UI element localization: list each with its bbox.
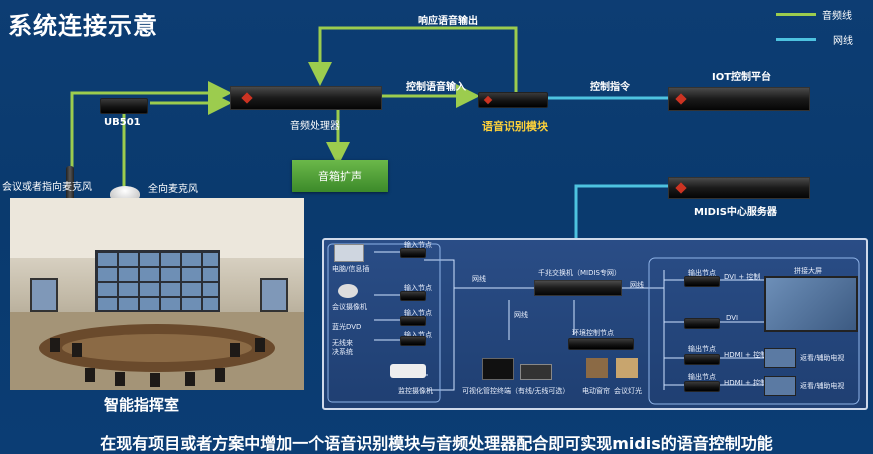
env-node-device: [568, 338, 634, 350]
tv-label-2: 返看/辅助电视: [800, 382, 845, 390]
output-node-label-3: 输出节点: [688, 345, 716, 353]
output-node-label-1: 输出节点: [688, 269, 716, 277]
control-command-label: 控制指令: [590, 82, 630, 93]
input-node-4: [400, 336, 426, 346]
source-wireless-label: 无线来: [332, 339, 353, 347]
env-node-label: 环境控制节点: [572, 329, 614, 337]
speaker-amp-box: 音箱扩声: [292, 160, 388, 192]
dvi-ctrl-label: DVI + 控制: [724, 273, 761, 281]
source-pc-label: 电脑/信息插: [332, 265, 370, 273]
light-label: 会议灯光: [614, 387, 642, 395]
input-node-2: [400, 291, 426, 301]
camera-icon: [338, 284, 358, 298]
input-node-label-3: 输入节点: [404, 309, 432, 317]
midis-server-device: [668, 177, 810, 199]
legend-audio-label: 音频线: [822, 11, 852, 22]
room-name-label: 智能指挥室: [104, 396, 180, 414]
splice-screen-icon: [764, 276, 858, 332]
inset-lines: [327, 243, 860, 405]
audio-processor-label: 音频处理器: [290, 121, 340, 132]
switch-device: [534, 280, 622, 296]
input-node-label-4: 输入节点: [404, 331, 432, 339]
output-node-2: [684, 318, 720, 329]
page-title: 系统连接示意: [8, 12, 158, 40]
response-audio-line: [308, 26, 518, 92]
input-node-label-2: 输入节点: [404, 284, 432, 292]
output-node-label-4: 输出节点: [688, 373, 716, 381]
source-system-label: 决系统: [332, 348, 353, 356]
room-illustration: [10, 198, 304, 390]
source-camera-label: 会议摄像机: [332, 303, 367, 311]
command-room-image: [10, 198, 304, 390]
tv-icon-2: [764, 376, 796, 396]
input-node-label-1: 输入节点: [404, 241, 432, 249]
meeting-mic-icon: [66, 166, 74, 206]
meeting-mic-label: 会议或者指向麦克风: [2, 182, 92, 193]
network-label-2: 网线: [514, 311, 528, 319]
legend-network-label: 网线: [833, 36, 853, 47]
switch-label: 千兆交换机（MIDIS专网）: [538, 269, 622, 277]
midis-system-inset: 电脑/信息插 会议摄像机 蓝光DVD 无线来 决系统 监控摄像机 输入节点 输入…: [322, 238, 868, 410]
hdmi-ctrl-label-2: HDMI + 控制: [724, 379, 768, 387]
tv-icon-1: [764, 348, 796, 368]
network-label-1: 网线: [472, 275, 486, 283]
source-dvd-label: 蓝光DVD: [332, 323, 362, 331]
output-node-4: [684, 381, 720, 392]
hdmi-ctrl-label-1: HDMI + 控制: [724, 351, 768, 359]
omni-mic-label: 全向麦克风: [148, 184, 198, 195]
legend-audio-line: [776, 13, 816, 16]
ub501-device: [100, 98, 148, 114]
splice-screen-label: 拼接大屏: [794, 267, 822, 275]
speech-module-device: [478, 92, 548, 108]
curtain-label: 电动窗帘: [582, 387, 610, 395]
dvi-label: DVI: [726, 314, 739, 322]
iot-platform-device: [668, 87, 810, 111]
iot-platform-label: IOT控制平台: [712, 72, 772, 83]
source-surveillance-label: 监控摄像机: [398, 387, 433, 395]
ub501-label: UB501: [104, 117, 141, 128]
output-node-3: [684, 354, 720, 365]
tv-label-1: 返看/辅助电视: [800, 354, 845, 362]
network-label-3: 网线: [630, 281, 644, 289]
legend-network-line: [776, 38, 816, 41]
curtain-icon: [586, 358, 608, 378]
input-node-1: [400, 248, 426, 258]
mic-audio-line: [70, 81, 232, 170]
light-icon: [616, 358, 638, 378]
surveillance-camera-icon: [390, 364, 426, 378]
response-audio-label: 响应语音输出: [418, 16, 478, 27]
tablet-icon: [520, 364, 552, 380]
speech-module-label: 语音识别模块: [482, 120, 548, 133]
terminal-label: 可视化管控终端（有线/无线可选）: [462, 387, 570, 395]
terminal-screen-icon: [482, 358, 514, 380]
input-node-3: [400, 316, 426, 326]
output-node-1: [684, 276, 720, 287]
control-audio-label: 控制语音输入: [406, 82, 466, 93]
footer-caption: 在现有项目或者方案中增加一个语音识别模块与音频处理器配合即可实现midis的语音…: [100, 434, 773, 453]
audio-processor-device: [230, 86, 382, 110]
pc-icon: [334, 244, 364, 262]
midis-server-label: MIDIS中心服务器: [694, 207, 777, 218]
